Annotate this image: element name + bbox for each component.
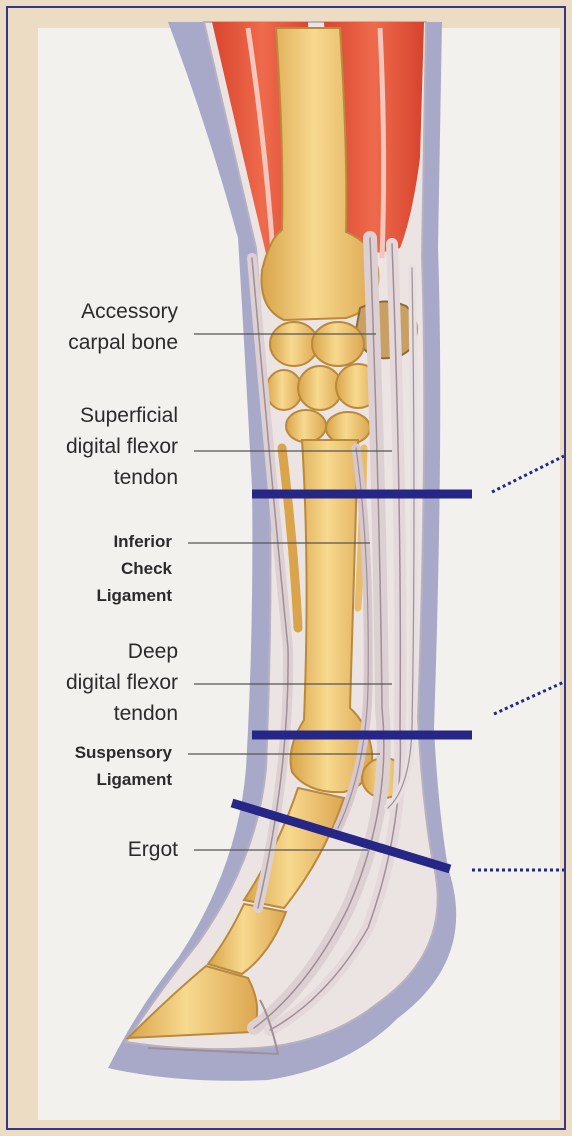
- diagram-frame: Accessory carpal bone Superficial digita…: [6, 6, 566, 1130]
- accessory-carpal-bone: [356, 301, 417, 358]
- label-suspensory-ligament: Suspensory Ligament: [18, 739, 172, 793]
- label-accessory-carpal-bone: Accessory carpal bone: [18, 296, 178, 358]
- label-ergot: Ergot: [18, 834, 178, 865]
- label-deep-digital-flexor-tendon: Deep digital flexor tendon: [18, 636, 178, 729]
- label-inferior-check-ligament: Inferior Check Ligament: [18, 528, 172, 609]
- label-superficial-digital-flexor-tendon: Superficial digital flexor tendon: [18, 400, 178, 493]
